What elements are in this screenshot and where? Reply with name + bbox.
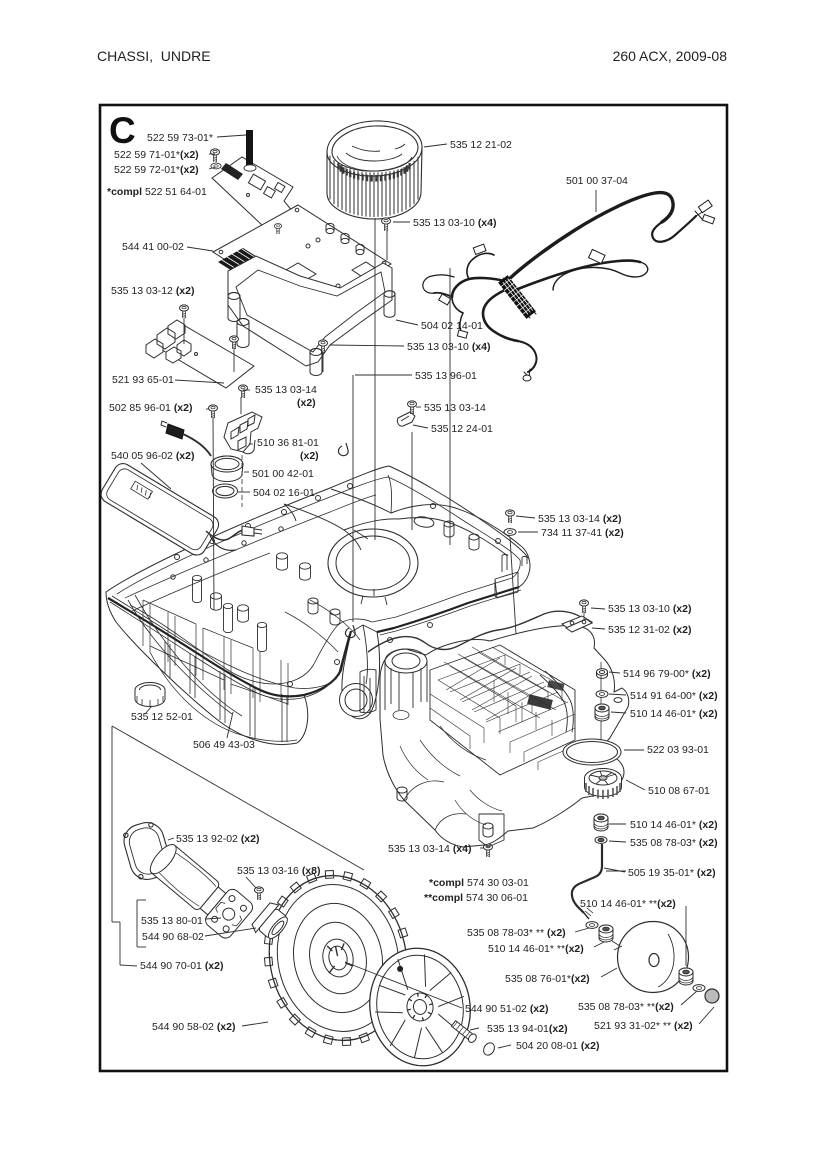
svg-text:544 90 70-01 (x2): 544 90 70-01 (x2)	[140, 960, 224, 972]
svg-text:502 85 96-01 (x2): 502 85 96-01 (x2)	[109, 402, 193, 414]
svg-text:535 13 03-12 (x2): 535 13 03-12 (x2)	[111, 285, 195, 297]
svg-text:535 13 03-14 (x2): 535 13 03-14 (x2)	[538, 513, 622, 525]
svg-text:C: C	[109, 110, 136, 151]
svg-text:*compl 522 51 64-01: *compl 522 51 64-01	[107, 186, 207, 198]
svg-text:510 14 46-01* (x2): 510 14 46-01* (x2)	[630, 819, 718, 831]
svg-text:544 90 51-02 (x2): 544 90 51-02 (x2)	[465, 1003, 549, 1015]
svg-text:501 00 37-04: 501 00 37-04	[566, 175, 628, 187]
svg-text:535 13 80-01: 535 13 80-01	[141, 915, 203, 927]
svg-text:535 08 76-01*(x2): 535 08 76-01*(x2)	[505, 973, 590, 985]
svg-text:(x2): (x2)	[300, 450, 319, 462]
svg-text:522 59 73-01*: 522 59 73-01*	[147, 132, 213, 144]
svg-text:510 14 46-01* **(x2): 510 14 46-01* **(x2)	[580, 898, 676, 910]
svg-text:535 13 94-01(x2): 535 13 94-01(x2)	[487, 1023, 568, 1035]
svg-text:535 08 78-03* **(x2): 535 08 78-03* **(x2)	[578, 1001, 674, 1013]
svg-text:522 59 72-01*(x2): 522 59 72-01*(x2)	[114, 164, 199, 176]
svg-text:535 08 78-03* (x2): 535 08 78-03* (x2)	[630, 837, 718, 849]
svg-text:535 13 03-14: 535 13 03-14	[424, 402, 486, 414]
svg-text:522 59 71-01*(x2): 522 59 71-01*(x2)	[114, 149, 199, 161]
svg-text:510 36 81-01: 510 36 81-01	[257, 437, 319, 449]
svg-text:535 13 03-16 (x8): 535 13 03-16 (x8)	[237, 865, 321, 877]
svg-text:535 12 21-02: 535 12 21-02	[450, 139, 512, 151]
svg-text:(x2): (x2)	[297, 397, 316, 409]
svg-text:544 41 00-02: 544 41 00-02	[122, 241, 184, 253]
svg-text:535 13 03-14: 535 13 03-14	[255, 384, 317, 396]
svg-text:535 13 96-01: 535 13 96-01	[415, 370, 477, 382]
svg-text:535 12 31-02 (x2): 535 12 31-02 (x2)	[608, 624, 692, 636]
svg-text:535 13 03-14 (x4): 535 13 03-14 (x4)	[388, 843, 472, 855]
svg-text:535 13 03-10 (x2): 535 13 03-10 (x2)	[608, 603, 692, 615]
svg-text:544 90 58-02 (x2): 544 90 58-02 (x2)	[152, 1021, 236, 1033]
svg-text:521 93 65-01: 521 93 65-01	[112, 374, 174, 386]
svg-text:504 02 14-01: 504 02 14-01	[421, 320, 483, 332]
svg-text:510 08 67-01: 510 08 67-01	[648, 785, 710, 797]
svg-text:734 11 37-41 (x2): 734 11 37-41 (x2)	[541, 527, 624, 539]
svg-text:535 12 52-01: 535 12 52-01	[131, 711, 193, 723]
svg-text:504 20 08-01 (x2): 504 20 08-01 (x2)	[516, 1040, 600, 1052]
svg-text:514 96 79-00* (x2): 514 96 79-00* (x2)	[623, 668, 711, 680]
svg-text:*compl 574 30 03-01: *compl 574 30 03-01	[429, 877, 529, 889]
svg-text:505 19 35-01* (x2): 505 19 35-01* (x2)	[628, 867, 716, 879]
svg-text:544 90 68-02: 544 90 68-02	[142, 931, 204, 943]
svg-text:521 93 31-02* ** (x2): 521 93 31-02* ** (x2)	[594, 1020, 693, 1032]
svg-text:535 12 24-01: 535 12 24-01	[431, 423, 493, 435]
svg-text:504 02 16-01: 504 02 16-01	[253, 487, 315, 499]
svg-text:514 91 64-00* (x2): 514 91 64-00* (x2)	[630, 690, 718, 702]
svg-text:501 00 42-01: 501 00 42-01	[252, 468, 314, 480]
svg-text:535 13 92-02 (x2): 535 13 92-02 (x2)	[176, 833, 260, 845]
svg-text:510 14 46-01* **(x2): 510 14 46-01* **(x2)	[488, 943, 584, 955]
svg-text:522 03 93-01: 522 03 93-01	[647, 744, 709, 756]
svg-text:535 08 78-03* ** (x2): 535 08 78-03* ** (x2)	[467, 927, 566, 939]
svg-text:CHASSI, UNDRE: CHASSI, UNDRE	[97, 48, 211, 64]
svg-text:506 49 43-03: 506 49 43-03	[193, 739, 255, 751]
svg-text:540 05 96-02 (x2): 540 05 96-02 (x2)	[111, 450, 195, 462]
svg-text:260 ACX, 2009-08: 260 ACX, 2009-08	[613, 48, 728, 64]
svg-text:535 13 03-10 (x4): 535 13 03-10 (x4)	[413, 217, 497, 229]
svg-text:535 13 03-10 (x4): 535 13 03-10 (x4)	[407, 341, 491, 353]
svg-text:**compl 574 30 06-01: **compl 574 30 06-01	[424, 892, 528, 904]
svg-text:510 14 46-01* (x2): 510 14 46-01* (x2)	[630, 708, 718, 720]
